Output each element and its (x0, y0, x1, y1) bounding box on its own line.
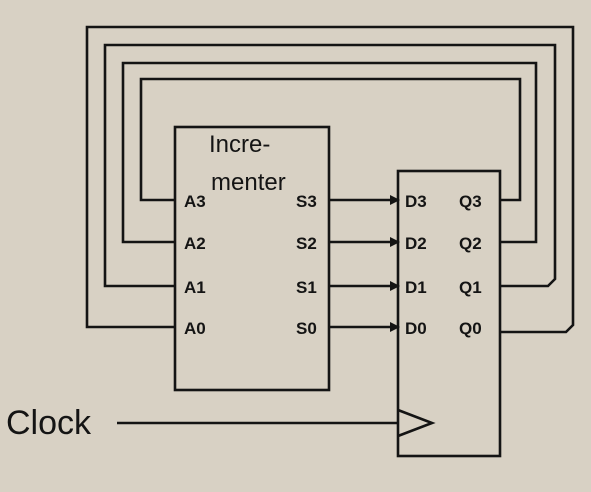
incrementer-input-a2: A2 (184, 234, 206, 253)
register-output-q1: Q1 (459, 278, 482, 297)
incrementer-output-s0: S0 (296, 319, 317, 338)
arrow-d3 (390, 195, 400, 205)
register-output-q2: Q2 (459, 234, 482, 253)
incrementer-block (173, 125, 331, 392)
register-input-d2: D2 (405, 234, 427, 253)
feedback-wire-q2-a2 (121, 61, 538, 244)
feedback-wire-q3-a3 (139, 77, 522, 202)
incrementer-input-a1: A1 (184, 278, 206, 297)
arrow-d0 (390, 322, 400, 332)
incrementer-output-s3: S3 (296, 192, 317, 211)
clock-label: Clock (6, 404, 92, 442)
incrementer-input-a3: A3 (184, 192, 206, 211)
incrementer-input-a0: A0 (184, 319, 206, 338)
register-output-q0: Q0 (459, 319, 482, 338)
incrementer-title-line1: Incre- (209, 131, 270, 158)
register-output-q3: Q3 (459, 192, 482, 211)
register-input-d0: D0 (405, 319, 427, 338)
incrementer-output-s2: S2 (296, 234, 317, 253)
register-input-d3: D3 (405, 192, 427, 211)
arrow-d2 (390, 237, 400, 247)
incrementer-title-line2: menter (211, 169, 286, 196)
clock-edge-triangle (397, 408, 436, 438)
feedback-wire-q0-a0 (85, 25, 575, 334)
arrow-d1 (390, 281, 400, 291)
register-block (396, 169, 502, 458)
register-input-d1: D1 (405, 278, 427, 297)
feedback-wire-q1-a1 (103, 43, 557, 288)
incrementer-output-s1: S1 (296, 278, 317, 297)
